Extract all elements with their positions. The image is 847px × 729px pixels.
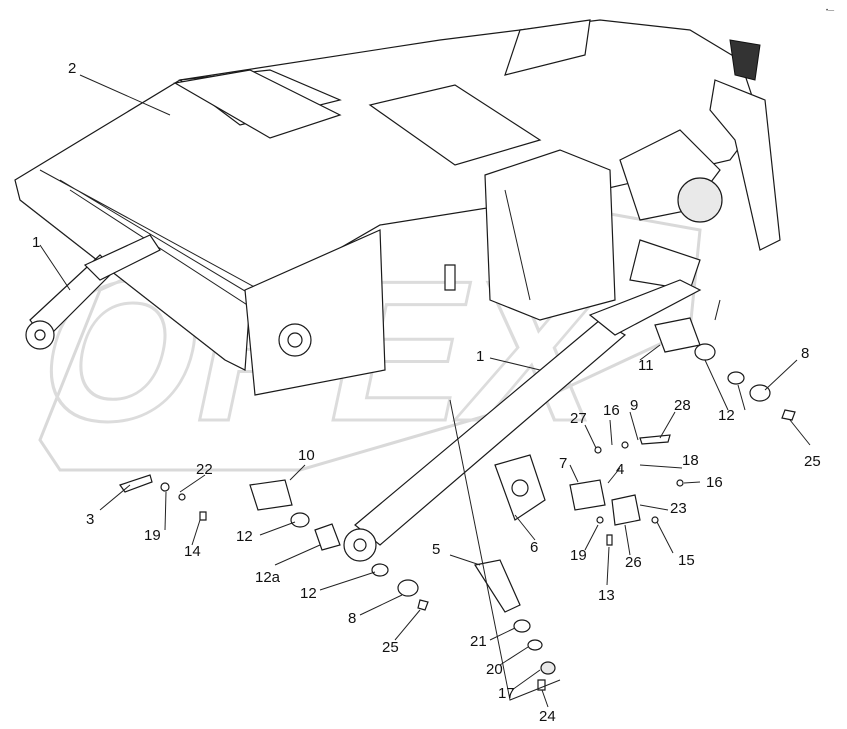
- callout-label: 6: [530, 539, 538, 556]
- callout-label: 8: [801, 345, 809, 362]
- hydraulic-cylinder-left: [25, 234, 161, 350]
- callout-label: 12a: [255, 569, 281, 586]
- leader-lines: [39, 74, 811, 708]
- callout-labels: 2 1 1 8 11 12 25 28 9 16 27 18 4 16 7 23…: [32, 60, 821, 725]
- callout-label: 12: [236, 528, 253, 545]
- callout-label: 25: [804, 453, 821, 470]
- callout-label: 28: [674, 397, 691, 414]
- callout-label: 4: [616, 461, 624, 478]
- callout-label: 1: [32, 234, 40, 251]
- callout-label: 13: [598, 587, 615, 604]
- callout-label: 18: [682, 452, 699, 469]
- callout-label: 12: [718, 407, 735, 424]
- callout-label: 10: [298, 447, 315, 464]
- callout-label: 5: [432, 541, 440, 558]
- callout-label: 26: [625, 554, 642, 571]
- callout-label: 24: [539, 708, 556, 725]
- callout-label: 2: [68, 60, 76, 77]
- hardware-parts: [119, 317, 796, 691]
- frame-assembly: [14, 19, 781, 396]
- callout-label: 15: [678, 552, 695, 569]
- callout-label: 20: [486, 661, 503, 678]
- callout-label: 3: [86, 511, 94, 528]
- callout-label: 14: [184, 543, 201, 560]
- callout-label: 25: [382, 639, 399, 656]
- callout-label: 16: [603, 402, 620, 419]
- callout-label: 17: [498, 685, 515, 702]
- callout-label: 1: [476, 348, 484, 365]
- callout-label: 21: [470, 633, 487, 650]
- callout-label: 23: [670, 500, 687, 517]
- callout-label: 16: [706, 474, 723, 491]
- callout-label: 8: [348, 610, 356, 627]
- callout-label: 19: [570, 547, 587, 564]
- hydraulic-cylinder-main: [343, 279, 702, 562]
- callout-label: 19: [144, 527, 161, 544]
- callout-label: 12: [300, 585, 317, 602]
- callout-label: 22: [196, 461, 213, 478]
- callout-label: 11: [638, 357, 654, 374]
- callout-label: 7: [559, 455, 567, 472]
- callout-label: 27: [570, 410, 587, 427]
- corner-mark: •—: [826, 8, 834, 14]
- callout-label: 9: [630, 397, 638, 414]
